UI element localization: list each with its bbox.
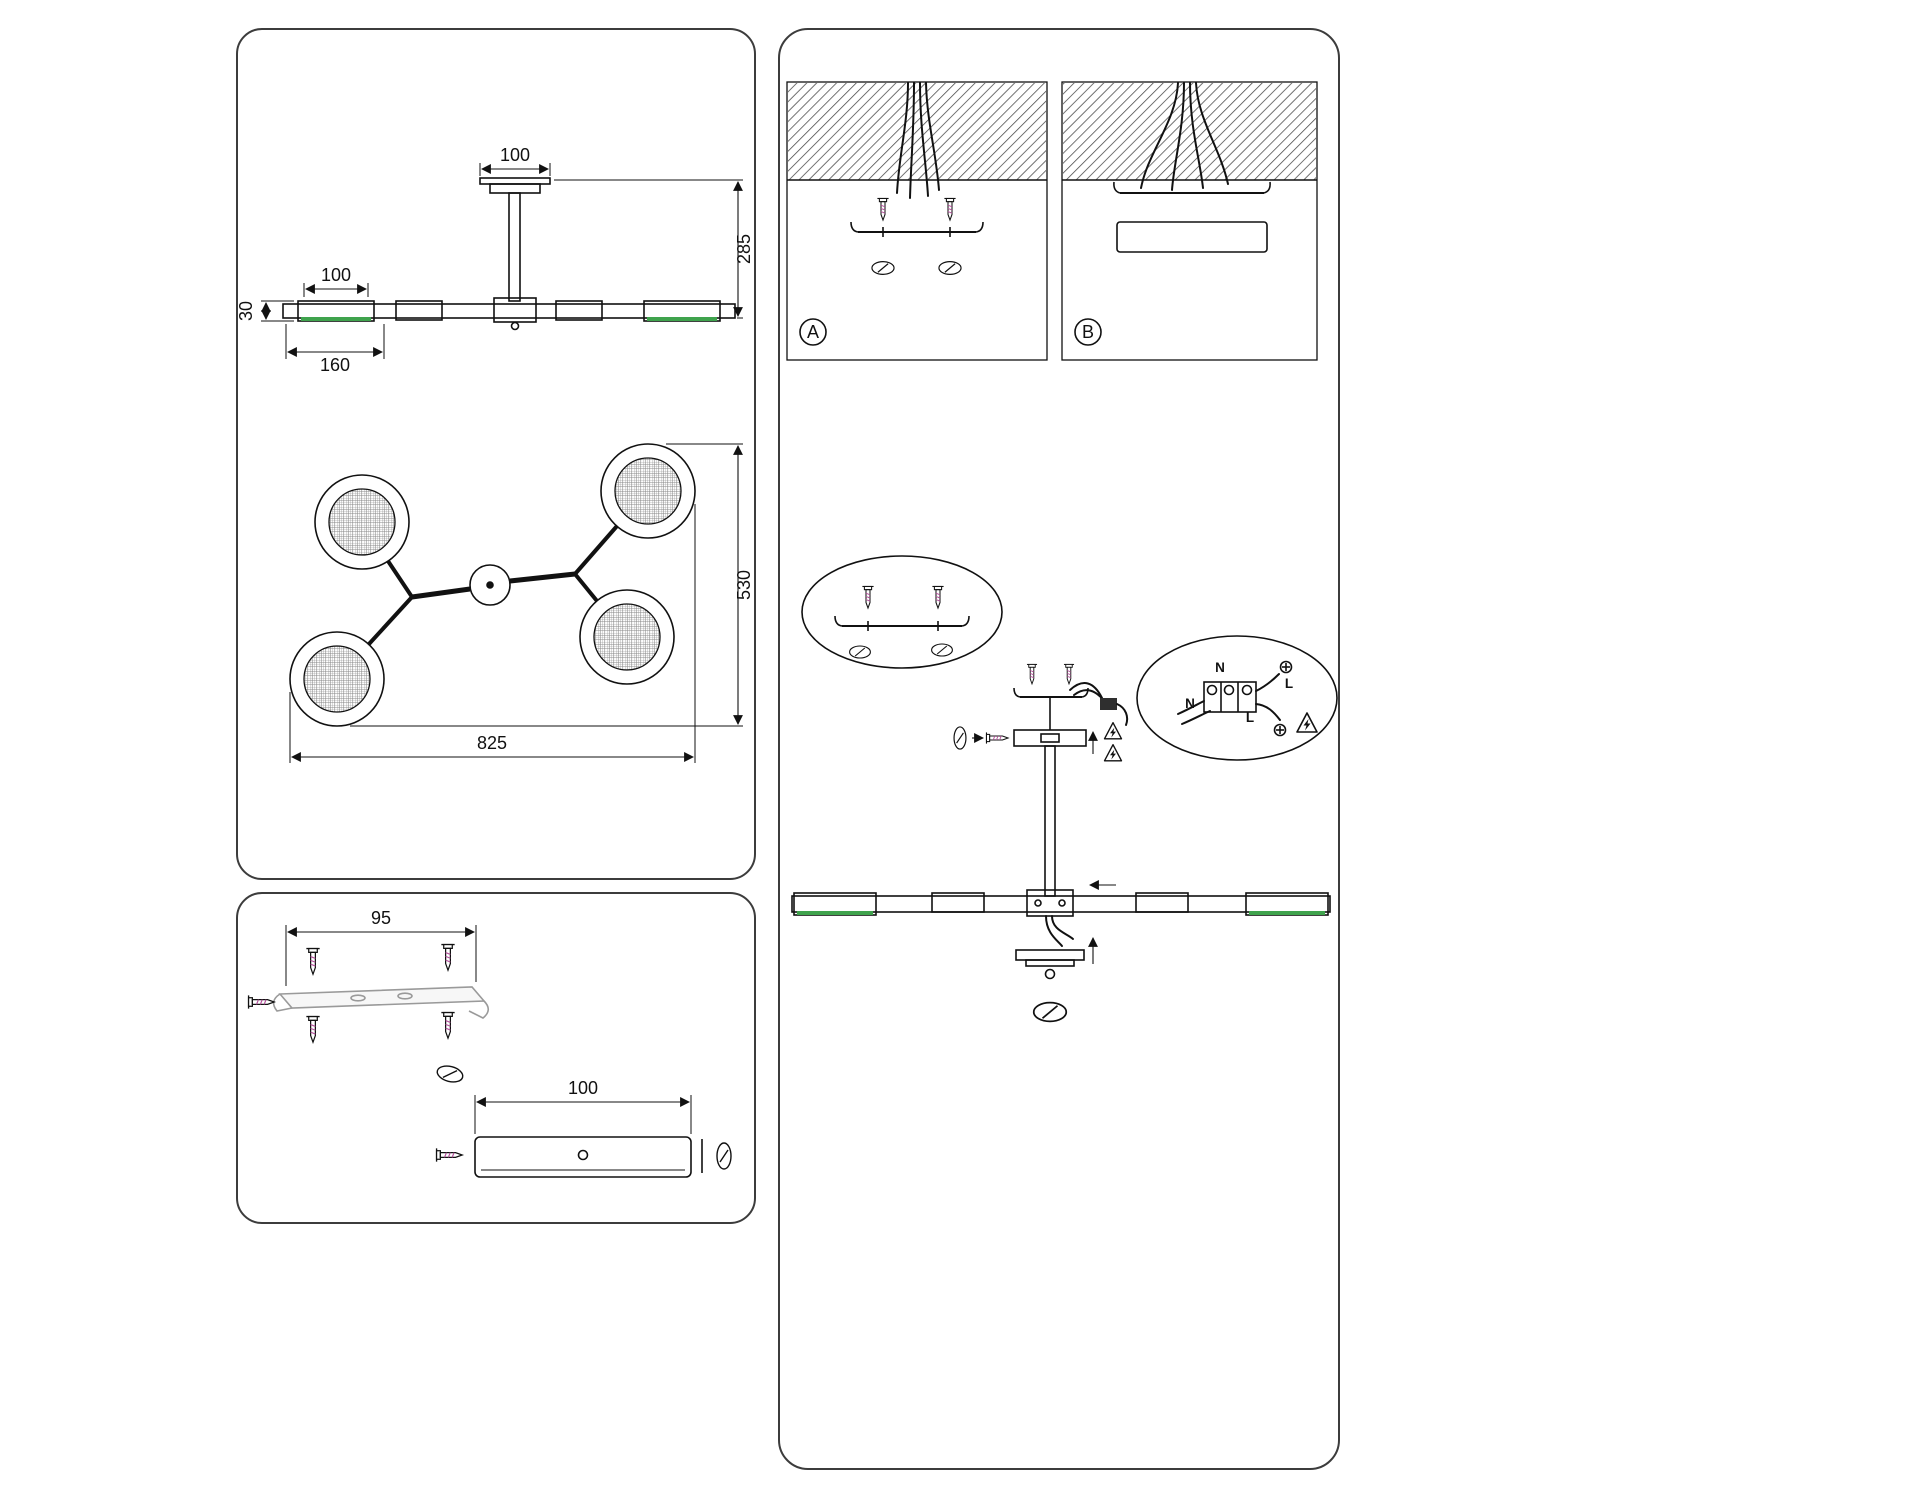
dim-label: 100 <box>568 1078 598 1098</box>
dim-head-total: 160 <box>285 324 385 375</box>
terminal-wires <box>1177 673 1281 725</box>
anchor-icon <box>938 261 962 275</box>
option-b-badge <box>1074 318 1102 346</box>
anchor-icon <box>434 1062 466 1086</box>
bottom-canopy <box>1015 949 1085 980</box>
option-a-box: A <box>786 81 1048 361</box>
assembly-exploded-view <box>791 663 1331 1023</box>
screw-icon <box>861 585 875 609</box>
installation-panel: A B <box>778 28 1340 1470</box>
anchor-icon <box>871 261 895 275</box>
terminal-block-small <box>1100 698 1117 710</box>
installation-drawing: A B <box>786 81 1338 1023</box>
led-strip <box>1249 911 1325 915</box>
spec-panel: 100 100 160 30 285 <box>236 28 756 880</box>
wires <box>1069 682 1103 699</box>
dim-label: 825 <box>477 733 507 753</box>
dim-canopy-length: 100 <box>474 1078 692 1134</box>
mounting-bracket <box>1113 181 1271 194</box>
ceiling-hatch <box>788 83 1046 180</box>
dim-label: 285 <box>734 234 754 264</box>
dim-height: 285 <box>554 179 754 319</box>
lamp-head <box>289 631 385 727</box>
label-neutral: N <box>1185 696 1195 711</box>
electric-warning-icon <box>1296 712 1318 733</box>
label-neutral: N <box>1215 660 1225 675</box>
screw-icon <box>305 1015 321 1043</box>
screw-icon <box>1026 663 1038 685</box>
spec-drawing: 100 100 160 30 285 <box>238 145 754 763</box>
canopy-plate <box>1116 221 1268 253</box>
wires <box>1051 915 1074 940</box>
electric-warning-icon <box>1103 743 1123 762</box>
mounting-bracket <box>850 221 984 237</box>
option-a-badge <box>799 318 827 346</box>
bracket-drawing: 95 <box>247 908 490 1086</box>
screw-icon <box>440 1011 456 1039</box>
option-b-box: B <box>1061 81 1318 361</box>
dim-label: 100 <box>500 145 530 165</box>
bracket-detail-balloon <box>801 555 1003 669</box>
anchor-icon <box>1032 1001 1068 1023</box>
mounting-drawing: 95 100 <box>247 908 732 1178</box>
dim-label: 30 <box>238 301 256 321</box>
dim-label: 100 <box>321 265 351 285</box>
screw-icon <box>931 585 945 609</box>
mounting-bracket <box>834 615 970 631</box>
top-canopy <box>1013 729 1087 747</box>
dim-depth: 530 <box>350 443 754 727</box>
screw-icon <box>440 943 456 971</box>
terminal-screw-icon <box>1273 723 1287 737</box>
option-b-label: B <box>1082 322 1094 342</box>
dim-head-width: 100 <box>303 265 369 297</box>
terminal-block <box>1203 681 1257 713</box>
anchor-icon <box>849 645 871 659</box>
dim-label: 530 <box>734 570 754 600</box>
screw-icon <box>1063 663 1075 685</box>
electric-warning-icon <box>1103 721 1123 740</box>
label-live: L <box>1285 676 1293 691</box>
anchor-icon <box>931 643 953 657</box>
ceiling-wires <box>896 82 940 199</box>
canopy-drawing: 100 <box>435 1078 732 1178</box>
dim-bracket-spacing: 95 <box>285 908 477 986</box>
screw-icon <box>943 197 957 221</box>
anchor-icon <box>953 726 967 750</box>
lamp-head <box>314 474 410 570</box>
label-live: L <box>1246 710 1254 725</box>
wiring-detail-balloon: N L N L <box>1136 635 1338 761</box>
screw-icon <box>985 731 1009 745</box>
led-strip <box>797 911 873 915</box>
option-a-label: A <box>807 322 819 342</box>
side-view: 100 100 160 30 285 <box>238 145 754 375</box>
top-view: 530 825 <box>289 443 754 763</box>
dim-width: 825 <box>289 504 696 763</box>
mounting-bracket <box>272 986 490 1019</box>
anchor-icon <box>716 1142 732 1170</box>
led-strip <box>647 317 717 321</box>
terminal-screw-icon <box>1279 660 1293 674</box>
dim-thickness: 30 <box>238 300 294 322</box>
wires <box>1116 703 1129 726</box>
screw-icon <box>876 197 890 221</box>
led-strip <box>301 317 371 321</box>
screw-icon <box>305 947 321 975</box>
wires <box>1045 915 1063 947</box>
screw-icon <box>247 994 275 1010</box>
lamp-head <box>600 443 696 539</box>
mounting-bracket <box>1013 687 1089 698</box>
mounting-panel: 95 100 <box>236 892 756 1224</box>
dim-label: 95 <box>371 908 391 928</box>
screw-icon <box>435 1147 463 1163</box>
ceiling-wires <box>1140 82 1229 191</box>
dim-label: 160 <box>320 355 350 375</box>
dim-canopy-width: 100 <box>479 145 551 176</box>
stem <box>1044 745 1056 897</box>
lamp-head <box>579 589 675 685</box>
